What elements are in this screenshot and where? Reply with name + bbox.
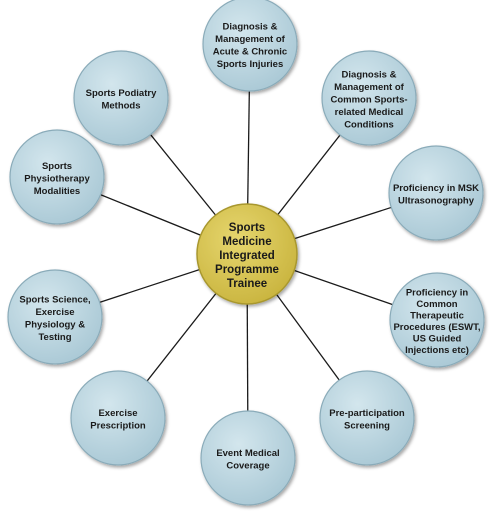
node-label-line: Diagnosis & bbox=[223, 22, 278, 33]
node-label-line: Sports Injuries bbox=[217, 59, 284, 70]
node-label-line: Management of bbox=[215, 34, 286, 45]
node-label-line: Medicine bbox=[222, 236, 271, 248]
node-label-line: Proficiency in MSK bbox=[393, 183, 479, 194]
node-label-line: Ultrasonography bbox=[398, 196, 475, 207]
node-circle bbox=[321, 50, 417, 146]
node-label-line: Integrated bbox=[219, 250, 275, 262]
node-label-line: Pre-participation bbox=[329, 408, 405, 419]
node-label-line: Exercise bbox=[98, 408, 137, 419]
node-label-line: Trainee bbox=[227, 278, 267, 290]
node-label-line: Event Medical bbox=[216, 448, 279, 459]
node-circle bbox=[389, 272, 485, 368]
node-label-line: Sports bbox=[229, 222, 265, 234]
node-circle bbox=[70, 370, 166, 466]
center-circle bbox=[196, 203, 298, 305]
node-circle bbox=[200, 410, 296, 506]
node-label-line: US Guided bbox=[413, 333, 462, 344]
node-label-line: Sports Podiatry bbox=[86, 88, 157, 99]
node-msk-ultrasonography: Proficiency in MSK Ultrasonography bbox=[388, 145, 484, 241]
node-label-line: Acute & Chronic bbox=[213, 47, 287, 58]
node-label-line: Sports Science, bbox=[19, 295, 90, 306]
node-label-line: Common Sports- bbox=[330, 94, 407, 105]
node-label-line: Physiotherapy bbox=[24, 173, 90, 184]
node-circle bbox=[7, 269, 103, 365]
node-label-line: Modalities bbox=[34, 186, 80, 197]
node-circle bbox=[9, 129, 105, 225]
node-label-line: Injections etc) bbox=[405, 345, 469, 356]
node-label-line: Testing bbox=[38, 332, 71, 343]
node-circle bbox=[73, 50, 169, 146]
node-label-line: Therapeutic bbox=[410, 310, 464, 321]
node-label-line: Programme bbox=[215, 264, 279, 276]
node-label-line: Coverage bbox=[226, 461, 269, 472]
node-circle bbox=[202, 0, 298, 92]
node-label-line: Methods bbox=[101, 101, 140, 112]
node-label-line: Sports bbox=[42, 161, 72, 172]
node-label-line: Proficiency in bbox=[406, 287, 468, 298]
node-label-line: Physiology & bbox=[25, 320, 85, 331]
node-label-line: Conditions bbox=[344, 119, 394, 130]
node-label-line: Screening bbox=[344, 421, 390, 432]
node-label-line: related Medical bbox=[335, 107, 404, 118]
node-label-line: Prescription bbox=[90, 421, 146, 432]
node-label-line: Management of bbox=[334, 82, 405, 93]
node-label: Proficiency in MSK Ultrasonography bbox=[393, 183, 479, 207]
node-label-line: Procedures (ESWT, bbox=[393, 322, 480, 333]
node-circle bbox=[388, 145, 484, 241]
node-circle bbox=[319, 370, 415, 466]
node-label-line: Diagnosis & bbox=[342, 69, 397, 80]
node-label-line: Exercise bbox=[35, 307, 74, 318]
node-label-line: Common bbox=[416, 299, 457, 310]
